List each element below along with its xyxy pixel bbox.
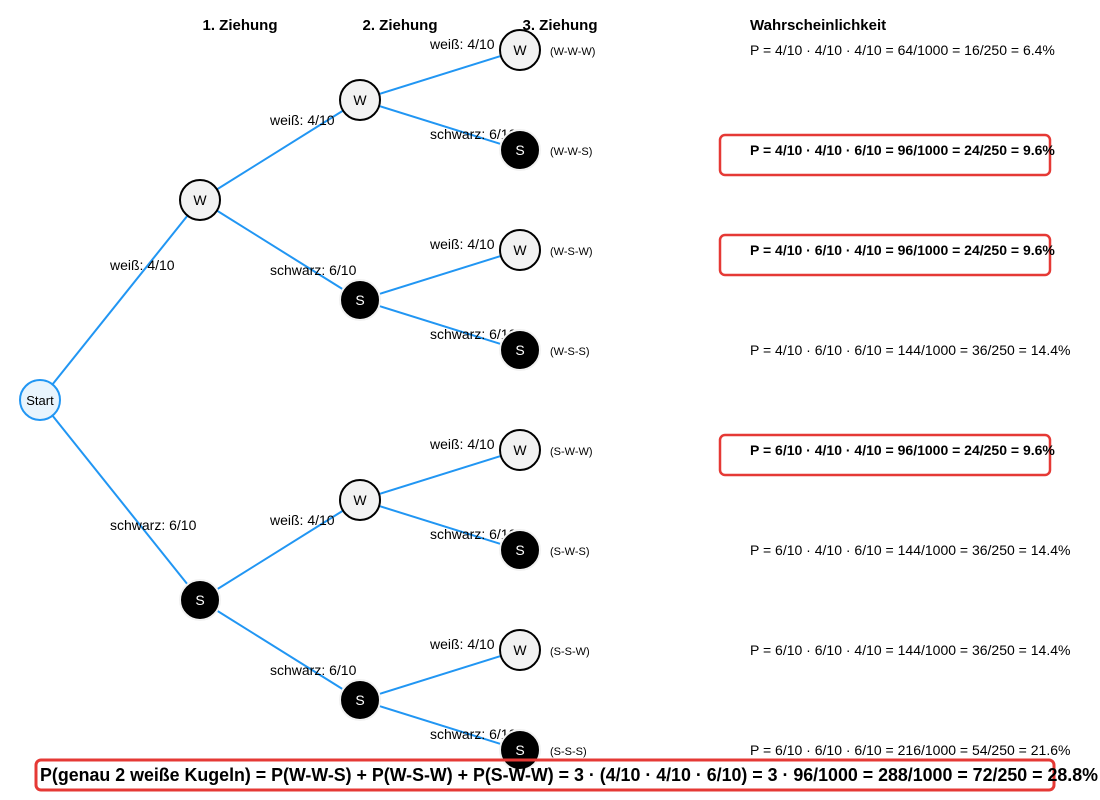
edge-level-2 (216, 209, 344, 291)
white-ball-icon (339, 79, 381, 121)
edge-label-level-1: weiß: 4/10 (109, 257, 175, 273)
node-level-2: W (339, 79, 381, 121)
outcome-probability: P = 4/10 · 4/10 · 4/10 = 64/1000 = 16/25… (750, 42, 1055, 58)
node-level-2: S (339, 279, 381, 321)
white-ball-icon (499, 29, 541, 71)
white-ball-icon (339, 479, 381, 521)
outcome-path-label: (S-S-W) (550, 646, 590, 658)
edge-label-level-3: schwarz: 6/10 (430, 326, 517, 342)
node-level-3: S (499, 129, 541, 171)
node-label: S (355, 292, 364, 308)
edge-label-level-3: weiß: 4/10 (429, 236, 495, 252)
node-label: W (513, 442, 527, 458)
node-label: W (353, 492, 367, 508)
edge-level-3 (378, 655, 502, 695)
node-label: W (513, 242, 527, 258)
start-label: Start (26, 393, 54, 408)
highlight-box (718, 233, 1052, 277)
node-level-3: S (499, 729, 541, 771)
outcome-probability: P = 6/10 · 4/10 · 6/10 = 144/1000 = 36/2… (750, 542, 1070, 558)
edge-level-3 (378, 305, 502, 345)
node-level-2: S (339, 679, 381, 721)
black-ball-icon (179, 579, 221, 621)
outcome-path-label: (S-W-W) (550, 446, 593, 458)
edge-level-2 (216, 609, 344, 691)
node-label: S (355, 692, 364, 708)
white-ball-icon (499, 629, 541, 671)
edge-level-1 (51, 214, 189, 386)
node-label: S (195, 592, 204, 608)
black-ball-icon (499, 129, 541, 171)
node-level-1: W (179, 179, 221, 221)
outcome-path-label: (W-W-S) (550, 146, 592, 158)
edge-level-1 (51, 414, 189, 586)
edge-label-level-2: schwarz: 6/10 (270, 262, 357, 278)
start-node: Start (19, 379, 61, 421)
outcome-probability: P = 6/10 · 6/10 · 4/10 = 144/1000 = 36/2… (750, 642, 1070, 658)
edge-label-level-2: weiß: 4/10 (269, 112, 335, 128)
black-ball-icon (339, 279, 381, 321)
edge-level-3 (378, 455, 502, 495)
header-draw-2: 2. Ziehung (363, 17, 438, 34)
black-ball-icon (499, 529, 541, 571)
header-draw-1: 1. Ziehung (203, 17, 278, 34)
node-label: W (353, 92, 367, 108)
edge-level-2 (216, 509, 344, 591)
node-label: W (513, 42, 527, 58)
outcome-path-label: (S-W-S) (550, 546, 590, 558)
node-level-3: W (499, 429, 541, 471)
edge-label-level-3: schwarz: 6/10 (430, 126, 517, 142)
outcome-path-label: (W-S-S) (550, 346, 590, 358)
white-ball-icon (499, 429, 541, 471)
edge-label-level-2: schwarz: 6/10 (270, 662, 357, 678)
highlight-box (718, 133, 1052, 177)
edge-label-level-1: schwarz: 6/10 (110, 517, 197, 533)
node-level-1: S (179, 579, 221, 621)
header-probability: Wahrscheinlichkeit (750, 17, 886, 34)
highlight-box (718, 433, 1052, 477)
outcome-probability: P = 4/10 · 4/10 · 6/10 = 96/1000 = 24/25… (750, 142, 1055, 158)
edge-label-level-3: weiß: 4/10 (429, 36, 495, 52)
node-label: W (193, 192, 207, 208)
node-level-3: W (499, 229, 541, 271)
node-level-3: S (499, 529, 541, 571)
outcome-probability: P = 4/10 · 6/10 · 6/10 = 144/1000 = 36/2… (750, 342, 1070, 358)
edge-label-level-3: schwarz: 6/10 (430, 526, 517, 542)
edge-level-3 (378, 505, 502, 545)
node-label: S (515, 742, 524, 758)
outcome-path-label: (S-S-S) (550, 746, 587, 758)
node-level-3: S (499, 329, 541, 371)
node-level-3: W (499, 29, 541, 71)
outcome-probability: P = 6/10 · 6/10 · 6/10 = 216/1000 = 54/2… (750, 742, 1070, 758)
header-draw-3: 3. Ziehung (523, 17, 598, 34)
node-level-3: W (499, 629, 541, 671)
node-level-2: W (339, 479, 381, 521)
edge-level-2 (216, 109, 344, 191)
edge-level-3 (378, 255, 502, 295)
black-ball-icon (339, 679, 381, 721)
white-ball-icon (499, 229, 541, 271)
start-circle-icon (19, 379, 61, 421)
edge-level-3 (378, 105, 502, 145)
outcome-path-label: (W-S-W) (550, 246, 593, 258)
outcome-path-label: (W-W-W) (550, 46, 595, 58)
black-ball-icon (499, 329, 541, 371)
white-ball-icon (179, 179, 221, 221)
edge-level-3 (378, 705, 502, 745)
edge-level-3 (378, 55, 502, 95)
summary-formula: P(genau 2 weiße Kugeln) = P(W-W-S) + P(W… (40, 765, 1098, 785)
outcome-probability: P = 4/10 · 6/10 · 4/10 = 96/1000 = 24/25… (750, 242, 1055, 258)
edge-label-level-3: schwarz: 6/10 (430, 726, 517, 742)
node-label: S (515, 342, 524, 358)
edge-label-level-2: weiß: 4/10 (269, 512, 335, 528)
edge-label-level-3: weiß: 4/10 (429, 436, 495, 452)
edge-label-level-3: weiß: 4/10 (429, 636, 495, 652)
node-label: S (515, 142, 524, 158)
node-label: S (515, 542, 524, 558)
node-label: W (513, 642, 527, 658)
summary-highlight-box (34, 758, 1056, 792)
outcome-probability: P = 6/10 · 4/10 · 4/10 = 96/1000 = 24/25… (750, 442, 1055, 458)
